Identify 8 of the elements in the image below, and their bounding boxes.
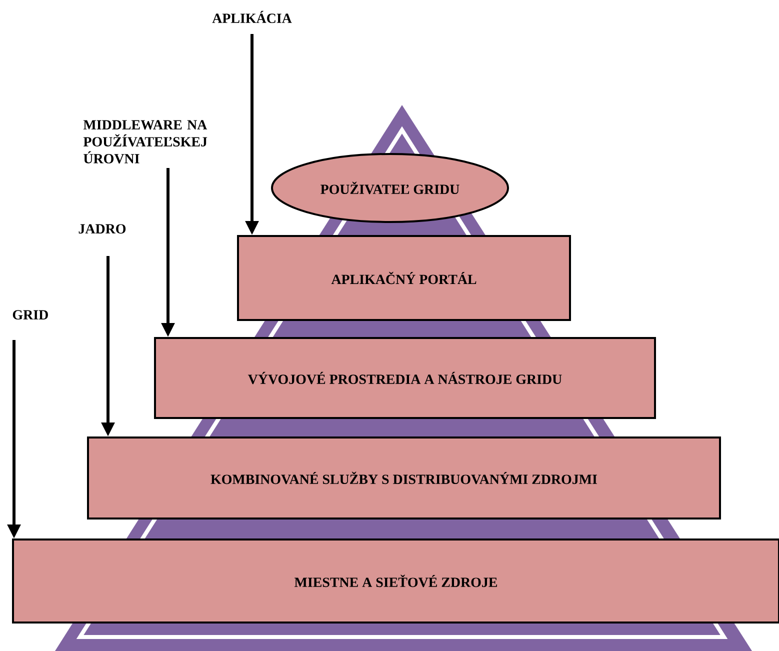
layer-label: MIDDLEWARE NA POUŽÍVATEĽSKEJ ÚROVNI (83, 120, 208, 164)
layer-box: VÝVOJOVÉ PROSTREDIA A NÁSTROJE GRIDU (154, 336, 656, 419)
layer-label: JADRO (78, 224, 126, 234)
layer-label: GRID (12, 310, 48, 320)
layer-label: APLIKÁCIA (212, 10, 292, 24)
layer-box: KOMBINOVANÉ SLUŽBY S DISTRIBUOVANÝMI ZDROJMI (87, 436, 721, 520)
layer-box: APLIKAČNÝ PORTÁL (237, 234, 571, 321)
layer-box: MIESTNE A SIEŤOVÉ ZDROJE (12, 538, 779, 624)
